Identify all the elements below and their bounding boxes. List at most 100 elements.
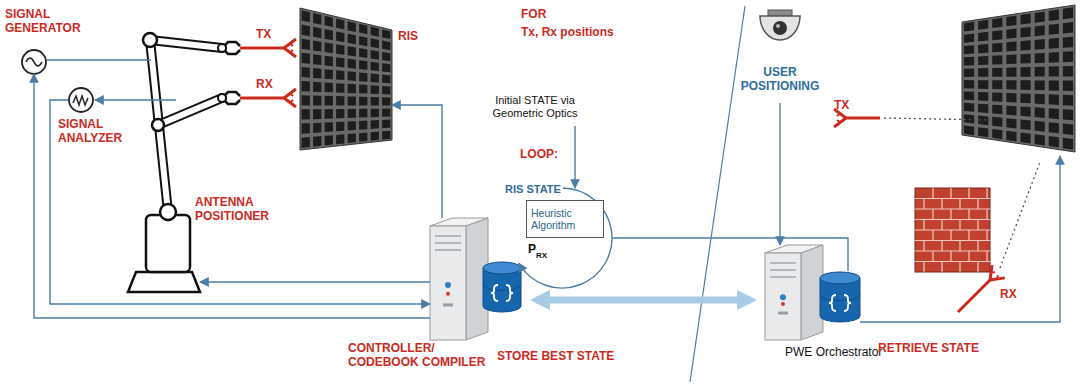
ris-element [1049,136,1059,148]
ris-element [1063,124,1073,136]
process-box: Heuristic Algorithm [526,200,604,238]
ris-element [371,74,379,83]
ris-element [964,68,974,76]
server-led [780,294,786,300]
ris-element [348,34,356,44]
ris-element [359,85,367,94]
ris-element [371,62,379,71]
server-button [778,312,788,315]
ris-element [359,24,367,34]
antenna-feed [846,117,880,120]
ris-element [336,96,344,105]
mortar-joint [923,199,924,210]
ris-element [1006,80,1016,89]
ris-element [325,69,333,79]
robot-joint [143,33,157,47]
mortar-joint [932,209,933,220]
ris-element [978,127,988,137]
ris-element [1049,80,1059,90]
ris-element [382,109,390,117]
mortar-joint [923,262,924,273]
sine-wave [26,58,42,66]
ris-element [302,39,310,50]
mortar-joint [941,199,942,210]
controller-node: CONTROLLER/ CODEBOOK COMPILER [430,218,522,340]
gripper-joint [218,94,226,102]
ris-element [964,33,974,42]
gripper-joint [218,44,226,52]
signal-generator-icon [22,50,46,74]
ris-element [313,136,321,147]
ris-element [313,109,321,119]
ris-element [336,122,344,132]
ris-left [300,8,392,150]
wall-body [915,188,990,272]
ris-element [992,105,1002,115]
antenna-tick [837,120,840,123]
ris-element [978,56,988,65]
server-front [430,226,466,340]
camera-mount [768,10,792,16]
ris-element [1049,9,1059,21]
zigzag-wave [73,96,88,105]
mortar-line [915,208,990,209]
mortar-joint [950,188,951,199]
server-led [445,282,451,288]
brace-icon [829,295,836,311]
text-label: FOR [521,8,546,22]
antenna-fork [834,118,846,127]
ris-element [336,44,344,54]
node-text: Heuristic Algorithm [531,207,599,231]
mortar-joint [932,251,933,262]
ris-element [371,109,379,118]
ris-element [382,131,390,140]
mortar-line [915,250,990,251]
signal-generator: SIGNAL GENERATOR [22,50,46,74]
antenna-feed [240,47,284,50]
ris-element [1035,134,1045,145]
text-label: P [528,243,536,257]
ris-element [348,84,356,93]
ris-element [978,80,988,89]
ris-element [359,48,367,58]
mortar-joint [941,241,942,252]
mortar-joint [950,209,951,220]
ris-element [325,122,333,132]
ris-element [1035,53,1045,63]
ris-element [1049,108,1059,119]
loop-to-orchestrator-line [612,238,848,271]
ris-element [302,81,310,91]
mortar-joint [941,262,942,273]
ris-element [371,38,379,48]
initial-state-arrow [574,126,575,188]
mortar-joint [959,241,960,252]
rx-antenna-left [240,89,296,107]
text-label: LOOP: [520,148,558,162]
ris-element [992,117,1002,127]
ris-element [992,92,1002,101]
ris-element [336,83,344,93]
robot-body [146,215,190,272]
mortar-line [915,261,990,262]
retrieve-state-line [860,156,1060,322]
ris-element [1049,52,1059,63]
ris-element [371,120,379,129]
ris-element [1020,106,1030,116]
ris-element [964,80,974,88]
text-label: RX [1000,288,1017,302]
ris-element [359,109,367,118]
ris-element [1049,38,1059,49]
ris-element [382,97,390,105]
ris-element [1063,51,1073,62]
ris-element [382,86,390,94]
ris-element [1035,107,1045,118]
antenna-tick [290,100,293,103]
ris-element [336,109,344,118]
mortar-joint [923,220,924,231]
ris-element [313,123,321,133]
antenna-tick [837,114,840,117]
node-text: SIGNAL GENERATOR [5,8,125,36]
ris-element [302,25,310,37]
connector-arrow [200,281,430,282]
ris-element [325,96,333,106]
